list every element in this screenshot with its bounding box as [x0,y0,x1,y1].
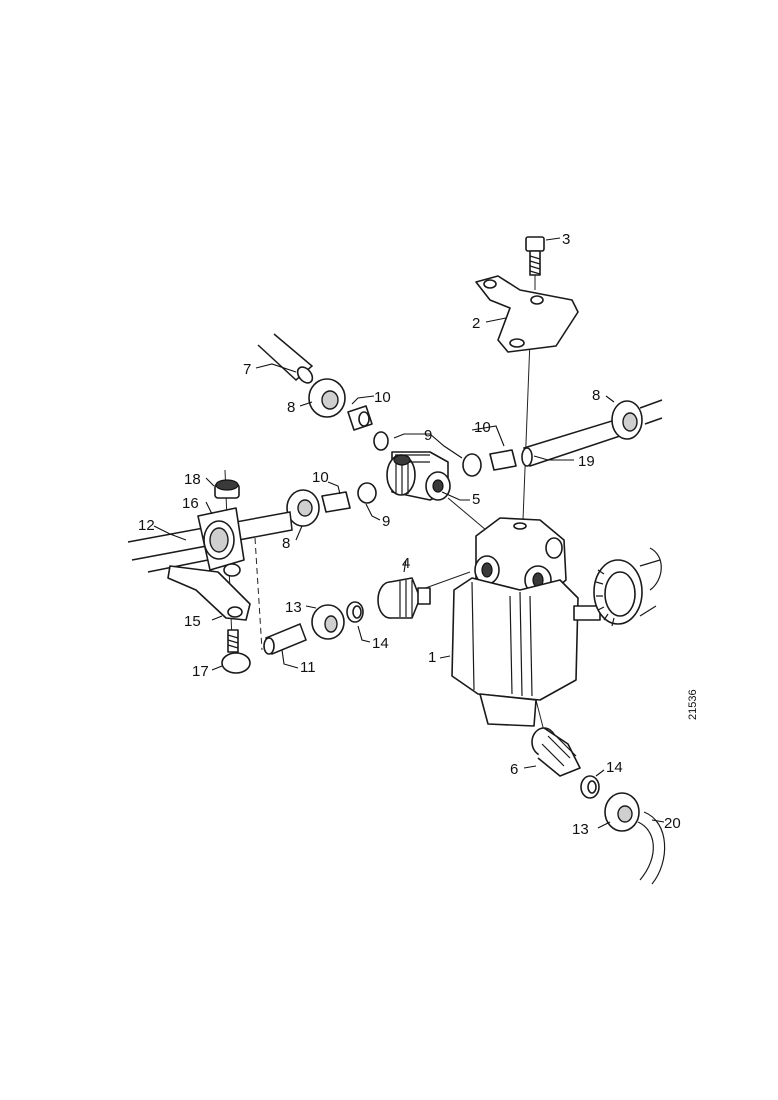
callout-8-upper: 8 [287,399,295,416]
bolt-part-3 [525,236,545,276]
callout-14-left: 14 [372,635,389,652]
tee-union-part-5 [386,451,451,501]
callout-5: 5 [472,491,480,508]
pipe-part-11 [263,623,307,655]
callout-3: 3 [562,231,570,248]
valve-body-part-1 [451,517,601,727]
callout-10-right: 10 [474,419,491,436]
callout-11: 11 [300,659,316,676]
sleeve-part-10-right [489,449,517,471]
callout-2: 2 [472,315,480,332]
knurled-cap [593,547,662,627]
bracket-part-2 [475,275,579,353]
callout-17: 17 [192,663,209,680]
union-part-6 [531,727,581,777]
bracket-part-15 [167,563,251,621]
leader-lines [153,237,665,829]
callout-10-upper: 10 [374,389,391,406]
callout-7: 7 [243,361,251,378]
callout-10-left: 10 [312,469,329,486]
ring-part-14-left [346,601,364,623]
bolt-part-17 [221,629,251,674]
nut-part-8-upper [308,378,346,418]
nut-part-13-left [311,604,345,640]
pipe-part-7 [257,333,314,384]
nut-part-8-right [611,400,643,440]
ring-part-9-left [357,482,377,504]
callout-6: 6 [510,761,518,778]
callout-18: 18 [184,471,201,488]
callout-20: 20 [664,815,681,832]
drawing-code: 21536 [687,689,699,720]
nut-part-8-left [286,489,320,527]
callout-9-upper: 9 [424,427,432,444]
sleeve-part-10-left [321,491,351,513]
ring-part-14-lower [580,775,600,799]
sleeve-part-10-upper [347,405,373,431]
ring-part-9-right [462,453,482,477]
hose-part-20 [637,811,666,885]
nut-part-18 [214,479,240,499]
callout-16: 16 [182,495,199,512]
callout-14-lower: 14 [606,759,623,776]
callout-12: 12 [138,517,155,534]
callout-13-left: 13 [285,599,302,616]
callout-4: 4 [402,555,410,572]
callout-13-lower: 13 [572,821,589,838]
callout-15: 15 [184,613,201,630]
clamp-part-16 [197,507,245,571]
callout-8-right: 8 [592,387,600,404]
callout-labels: 3 2 7 8 10 9 10 8 19 18 16 12 10 9 8 5 4… [138,231,681,838]
callout-19: 19 [578,453,595,470]
callout-8-left: 8 [282,535,290,552]
nut-part-13-lower [604,792,640,832]
callout-9-left: 9 [382,513,390,530]
ring-part-9-upper [373,431,389,451]
callout-1: 1 [428,649,436,666]
union-part-4 [377,577,431,619]
